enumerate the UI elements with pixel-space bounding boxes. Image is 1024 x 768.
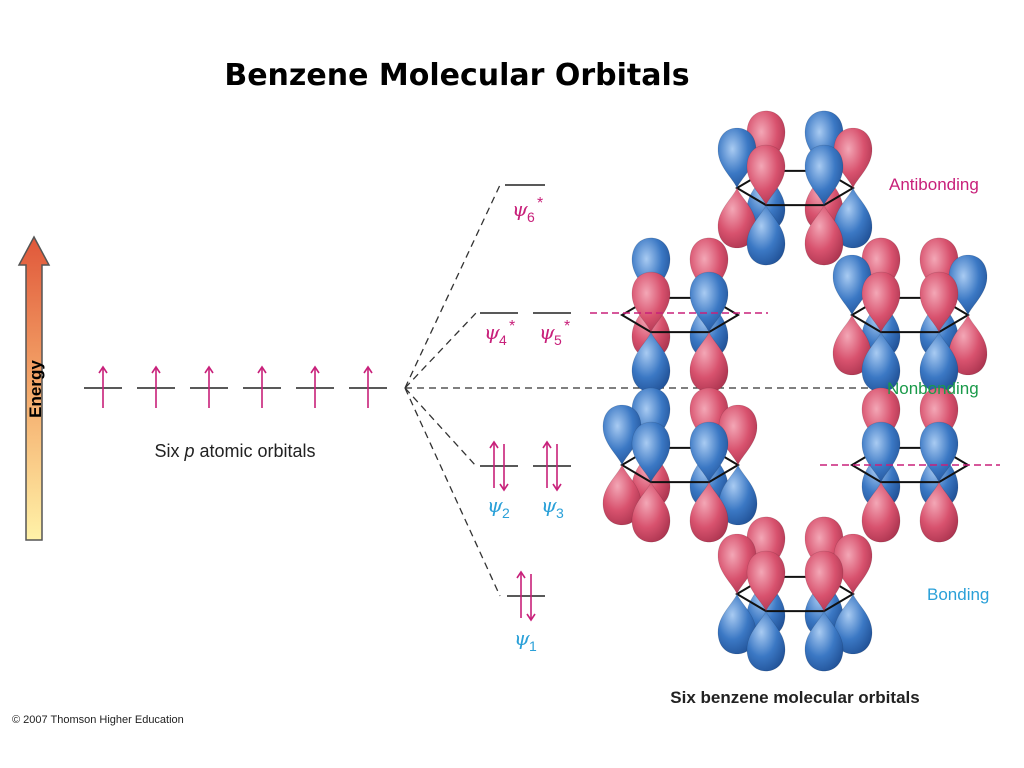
psi4-label: ψ 4 * bbox=[484, 318, 515, 348]
electron-up-arrow bbox=[151, 365, 161, 408]
electron-down-arrow bbox=[552, 444, 562, 492]
bonding-label: Bonding bbox=[927, 585, 989, 604]
atomic-orbital bbox=[137, 365, 175, 408]
svg-text:ψ: ψ bbox=[484, 320, 500, 344]
antibonding-label: Antibonding bbox=[889, 175, 979, 194]
svg-text:*: * bbox=[509, 318, 515, 335]
electron-up-arrow bbox=[542, 440, 552, 488]
mo-psi3-picture bbox=[850, 387, 970, 543]
mo-psi5-picture bbox=[832, 237, 988, 393]
svg-text:ψ: ψ bbox=[487, 493, 503, 517]
svg-text:*: * bbox=[564, 318, 570, 335]
svg-text:6: 6 bbox=[527, 209, 535, 225]
electron-up-arrow bbox=[98, 365, 108, 408]
psi1-label: ψ 1 bbox=[514, 626, 537, 654]
pair-psi3 bbox=[542, 440, 562, 492]
nonbonding-label: Nonbonding bbox=[887, 379, 979, 398]
svg-text:ψ: ψ bbox=[539, 320, 555, 344]
correlation-lines bbox=[404, 184, 880, 597]
svg-text:2: 2 bbox=[502, 505, 510, 521]
electron-up-arrow bbox=[489, 440, 499, 488]
mo-pictures bbox=[602, 110, 988, 672]
svg-text:4: 4 bbox=[499, 332, 507, 348]
electron-up-arrow bbox=[204, 365, 214, 408]
electron-pairs bbox=[489, 440, 562, 622]
electron-down-arrow bbox=[499, 444, 509, 492]
svg-text:*: * bbox=[537, 195, 543, 212]
molecular-orbitals-caption: Six benzene molecular orbitals bbox=[670, 688, 919, 707]
mo-levels bbox=[480, 184, 571, 597]
energy-label: Energy bbox=[26, 360, 45, 418]
atomic-orbital bbox=[243, 365, 281, 408]
pair-psi2 bbox=[489, 440, 509, 492]
atomic-orbital bbox=[190, 365, 228, 408]
mo-psi6-picture bbox=[717, 110, 873, 266]
atomic-orbitals-label: Six p atomic orbitals bbox=[154, 441, 315, 461]
mo-psi1-picture bbox=[717, 516, 873, 672]
svg-text:3: 3 bbox=[556, 505, 564, 521]
psi6-label: ψ 6 * bbox=[512, 195, 543, 225]
svg-text:ψ: ψ bbox=[541, 493, 557, 517]
diagram-title: Benzene Molecular Orbitals bbox=[224, 58, 690, 93]
svg-text:ψ: ψ bbox=[514, 626, 530, 650]
atomic-orbitals bbox=[84, 365, 387, 408]
electron-up-arrow bbox=[257, 365, 267, 408]
copyright: © 2007 Thomson Higher Education bbox=[12, 714, 184, 726]
mo-psi4-picture bbox=[620, 237, 740, 393]
atomic-orbital bbox=[349, 365, 387, 408]
mo-psi2-picture bbox=[602, 387, 758, 543]
electron-up-arrow bbox=[310, 365, 320, 408]
svg-text:ψ: ψ bbox=[512, 197, 528, 221]
psi3-label: ψ 3 bbox=[541, 493, 564, 521]
energy-arrow bbox=[17, 235, 51, 541]
psi5-label: ψ 5 * bbox=[539, 318, 570, 348]
atomic-orbital bbox=[84, 365, 122, 408]
psi2-label: ψ 2 bbox=[487, 493, 510, 521]
electron-down-arrow bbox=[526, 574, 536, 622]
electron-up-arrow bbox=[516, 570, 526, 618]
nodal-planes bbox=[590, 312, 1000, 466]
svg-text:5: 5 bbox=[554, 332, 562, 348]
pair-psi1 bbox=[516, 570, 536, 622]
electron-up-arrow bbox=[363, 365, 373, 408]
svg-text:1: 1 bbox=[529, 638, 537, 654]
atomic-orbital bbox=[296, 365, 334, 408]
